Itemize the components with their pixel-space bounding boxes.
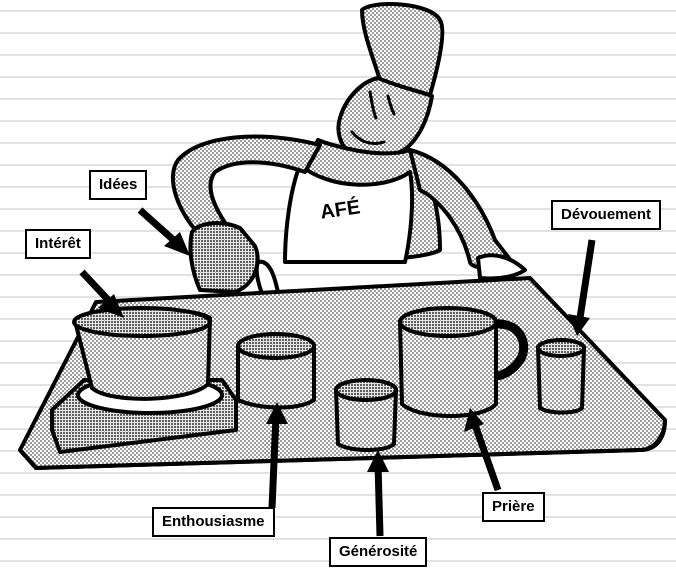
- cup-enthousiasme: [238, 334, 314, 408]
- label-enthousiasme: Enthousiasme: [152, 507, 275, 537]
- arrow-generosite: [378, 464, 380, 536]
- label-generosite: Générosité: [329, 537, 427, 567]
- label-devouement: Dévouement: [551, 200, 661, 230]
- arrow-enthousiasme: [272, 416, 276, 508]
- pot-rim: [74, 308, 210, 336]
- label-idees: Idées: [89, 170, 147, 200]
- glass-devouement: [538, 340, 584, 413]
- cup-generosite: [336, 380, 396, 450]
- label-priere: Prière: [482, 492, 545, 522]
- label-interet: Intérêt: [25, 229, 91, 259]
